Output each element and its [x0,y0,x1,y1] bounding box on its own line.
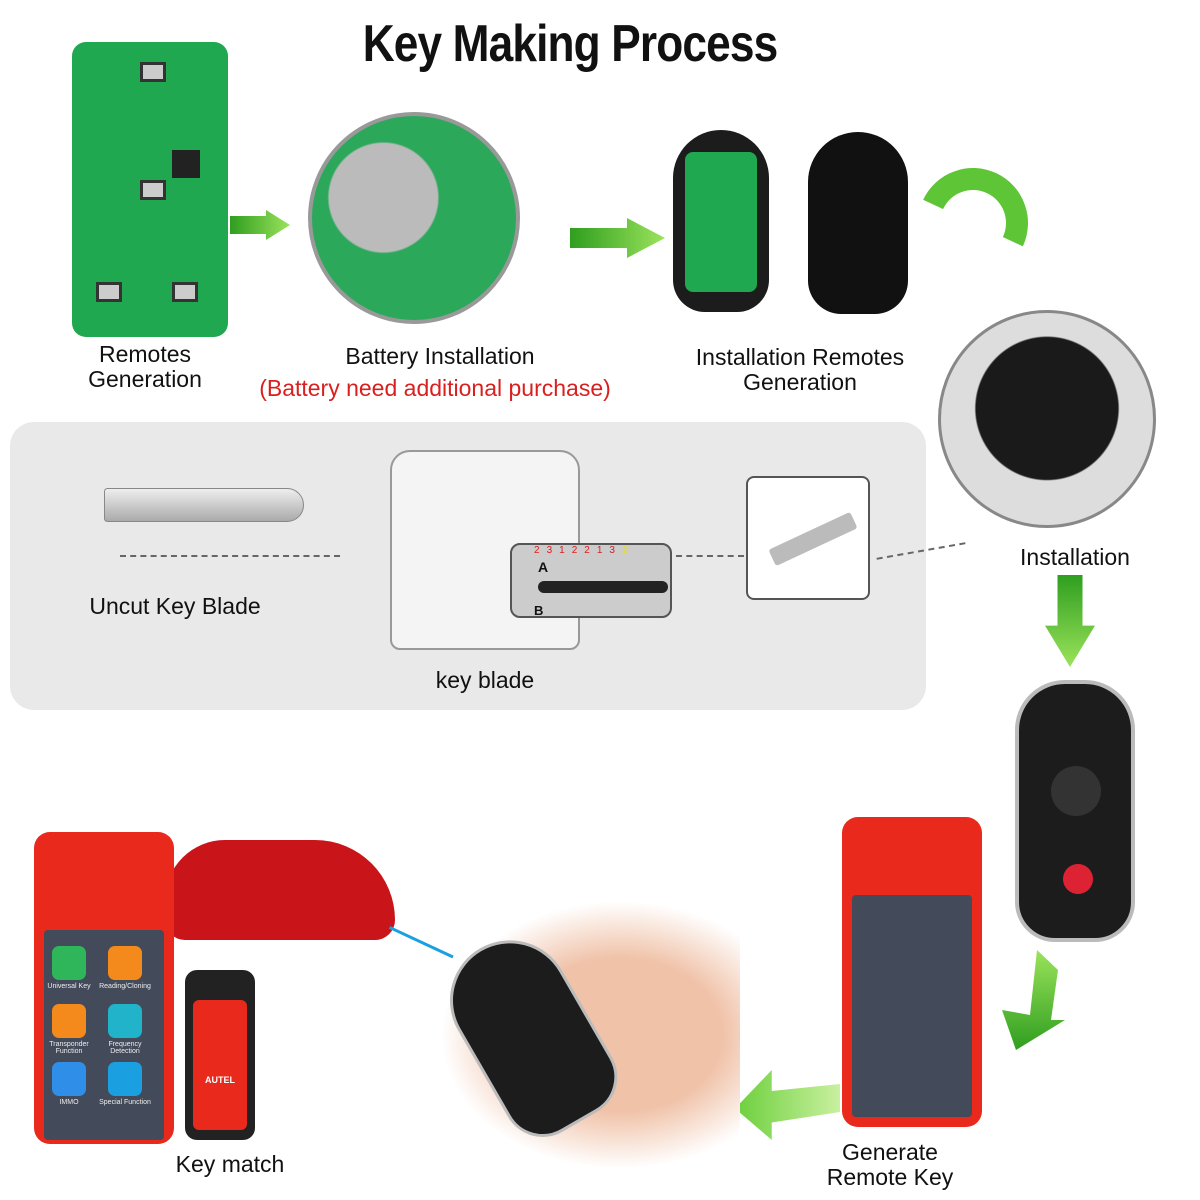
uncut-blade-image [104,488,304,522]
arrow-down-icon [1045,575,1095,667]
label-b: B [534,603,544,618]
label-uncut-key-blade: Uncut Key Blade [89,593,261,619]
cut-value: 1 [596,545,603,556]
label-battery-installation: Battery Installation [345,343,535,369]
cut-value: 1 [559,545,565,556]
label-key-match: Key match [175,1151,285,1177]
label-battery-note: (Battery need additional purchase) [259,375,611,401]
finished-remote-image [1015,680,1135,942]
label-line: Generate [842,1139,938,1165]
label-line: Generation [743,369,857,395]
app-label: Special Function [99,1099,151,1106]
app-icon[interactable] [108,1062,142,1096]
cut-value: 3 [546,545,553,556]
cut-value: 2 [534,545,540,556]
cut-value: 3 [609,545,615,556]
page-title: Key Making Process [362,15,778,73]
app-label: IMMO [59,1099,79,1106]
label-line: Remote Key [826,1164,954,1190]
cut-value: 2 [621,545,628,556]
label-installation: Installation [1020,544,1130,570]
dashed-flow-line [676,555,744,557]
app-label: Transponder Function [49,1041,89,1055]
installation-closeup-image [938,310,1156,528]
autel-device-right [842,817,982,1127]
app-icon[interactable] [52,1062,86,1096]
dongle-brand: AUTEL [205,1075,235,1085]
cut-value: 2 [584,545,590,556]
label-remotes-generation: Remotes Generation [88,341,202,392]
pcb-board-image [72,42,228,337]
remote-back-cover-image [808,132,908,314]
cut-key-image [746,476,870,600]
app-icon[interactable] [52,946,86,980]
label-a: A [538,559,549,575]
label-line: Installation Remotes [695,344,905,370]
dashed-flow-line [120,555,340,557]
app-label: Frequency Detection [108,1041,142,1055]
arrow-icon [230,210,290,240]
app-icon[interactable] [52,1004,86,1038]
red-car-image [165,840,395,940]
label-key-blade: key blade [435,667,535,693]
arrow-left-icon [735,1070,840,1140]
curved-arrow-icon [902,152,1044,294]
app-label: Universal Key [47,983,91,990]
open-remote-shell-image [673,130,769,312]
app-label: Reading/Cloning [99,983,151,990]
arrow-icon [570,218,665,258]
cut-value: 2 [571,545,578,556]
app-icon[interactable] [108,946,142,980]
curved-arrow-icon [1002,950,1065,1050]
app-icon[interactable] [108,1004,142,1038]
battery-closeup-image [308,112,520,324]
autel-vci-dongle: AUTEL [185,970,255,1140]
